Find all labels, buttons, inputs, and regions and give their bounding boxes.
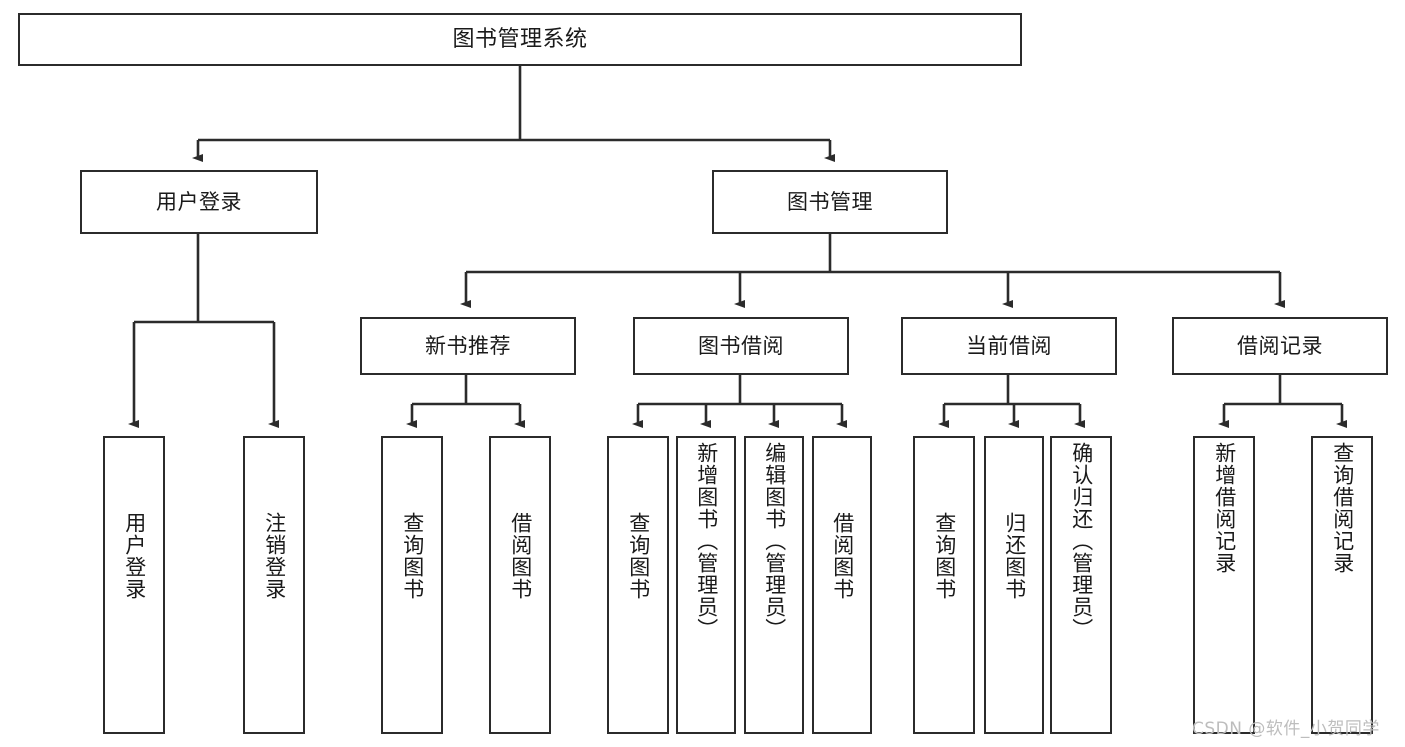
node-label: 用户登录 — [122, 512, 147, 600]
leaf-add-borrow-record[interactable]: 新增借阅记录 — [1193, 436, 1255, 734]
node-label: 当前借阅 — [966, 333, 1052, 358]
node-label: 借阅图书 — [508, 512, 533, 600]
node-label: 用户登录 — [156, 189, 242, 214]
leaf-query-books-current[interactable]: 查询图书 — [913, 436, 975, 734]
node-new-book-recommendation[interactable]: 新书推荐 — [360, 317, 576, 375]
node-label: 查询借阅记录 — [1330, 442, 1355, 574]
node-root-book-management-system[interactable]: 图书管理系统 — [18, 13, 1022, 66]
leaf-confirm-return-admin[interactable]: 确认归还（管理员） — [1050, 436, 1112, 734]
node-label: 查询图书 — [932, 512, 957, 600]
node-label: 编辑图书（管理员） — [762, 442, 787, 640]
node-label: 确认归还（管理员） — [1069, 442, 1094, 640]
leaf-query-borrow-record[interactable]: 查询借阅记录 — [1311, 436, 1373, 734]
node-label: 图书管理系统 — [452, 26, 588, 52]
leaf-query-books-recommend[interactable]: 查询图书 — [381, 436, 443, 734]
node-book-borrowing[interactable]: 图书借阅 — [633, 317, 849, 375]
node-label: 新增借阅记录 — [1212, 442, 1237, 574]
leaf-add-book-admin[interactable]: 新增图书（管理员） — [676, 436, 736, 734]
node-current-borrowing[interactable]: 当前借阅 — [901, 317, 1117, 375]
csdn-watermark: CSDN @软件_小贺同学 — [1192, 719, 1380, 739]
node-label: 借阅图书 — [830, 512, 855, 600]
leaf-logout[interactable]: 注销登录 — [243, 436, 305, 734]
node-label: 归还图书 — [1002, 512, 1027, 600]
leaf-borrow-books-recommend[interactable]: 借阅图书 — [489, 436, 551, 734]
node-label: 查询图书 — [400, 512, 425, 600]
node-user-login[interactable]: 用户登录 — [80, 170, 318, 234]
node-label: 查询图书 — [626, 512, 651, 600]
node-label: 新增图书（管理员） — [694, 442, 719, 640]
node-borrow-records[interactable]: 借阅记录 — [1172, 317, 1388, 375]
node-label: 新书推荐 — [425, 333, 511, 358]
node-label: 图书管理 — [787, 189, 873, 214]
node-label: 借阅记录 — [1237, 333, 1323, 358]
node-label: 注销登录 — [262, 512, 287, 600]
leaf-query-books-borrow[interactable]: 查询图书 — [607, 436, 669, 734]
leaf-edit-book-admin[interactable]: 编辑图书（管理员） — [744, 436, 804, 734]
node-book-management[interactable]: 图书管理 — [712, 170, 948, 234]
leaf-user-login[interactable]: 用户登录 — [103, 436, 165, 734]
leaf-return-books[interactable]: 归还图书 — [984, 436, 1044, 734]
leaf-borrow-books[interactable]: 借阅图书 — [812, 436, 872, 734]
node-label: 图书借阅 — [698, 333, 784, 358]
